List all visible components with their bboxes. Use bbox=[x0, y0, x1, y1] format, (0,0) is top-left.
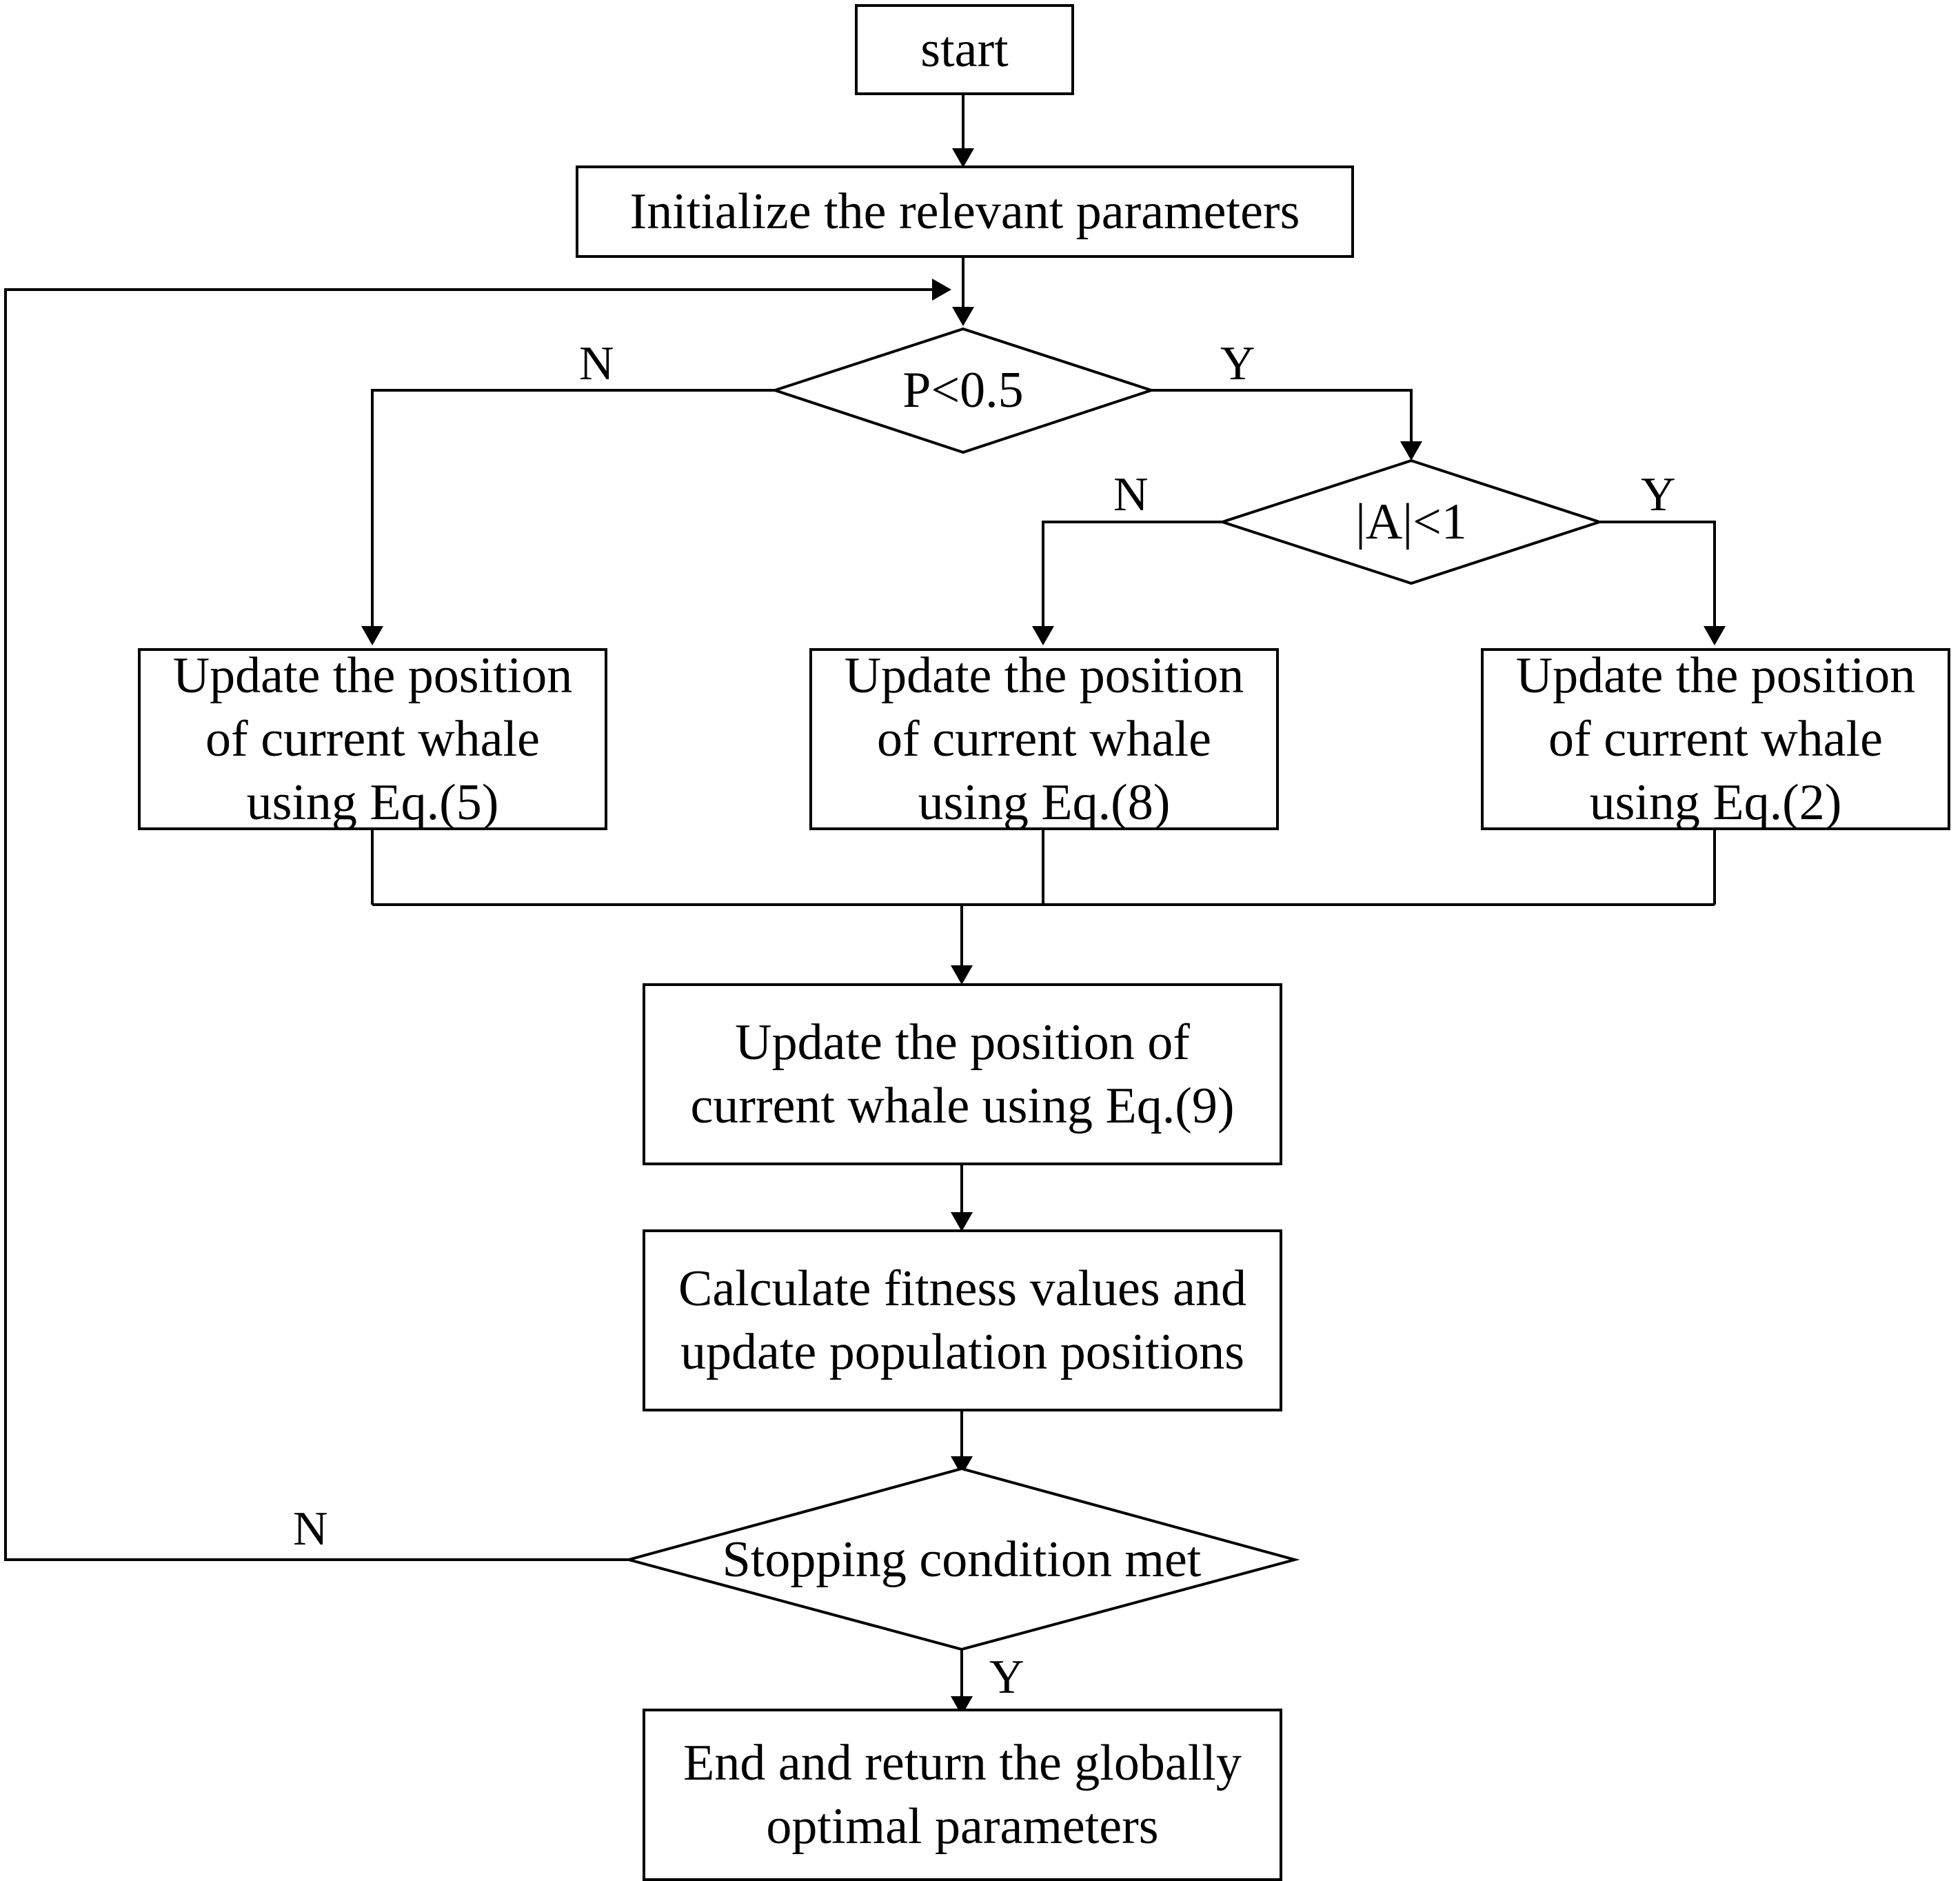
arrowhead bbox=[951, 1456, 973, 1476]
update-eq8-line2: of current whale bbox=[877, 711, 1211, 767]
fitness-line2: update population positions bbox=[680, 1324, 1245, 1380]
decision-p-shape bbox=[770, 327, 1156, 454]
p-no-label: N bbox=[579, 337, 614, 390]
edge-p-yes bbox=[1151, 389, 1413, 441]
decision-p-label: P<0.5 bbox=[902, 362, 1024, 419]
fitness-line1: Calculate fitness values and bbox=[678, 1260, 1246, 1317]
stop-no-label: N bbox=[293, 1502, 328, 1556]
init-label: Initialize the relevant parameters bbox=[629, 183, 1300, 240]
fitness-node: Calculate fitness values and update popu… bbox=[643, 1229, 1282, 1411]
update-eq9-node: Update the position of current whale usi… bbox=[643, 983, 1282, 1165]
arrowhead bbox=[932, 279, 951, 301]
arrowhead bbox=[1704, 626, 1726, 645]
a-yes-label: Y bbox=[1641, 468, 1676, 521]
update-eq9-line2: current whale using Eq.(9) bbox=[690, 1078, 1235, 1134]
update-eq8-line1: Update the position bbox=[844, 647, 1244, 704]
start-node: start bbox=[855, 4, 1074, 95]
arrowhead bbox=[951, 1212, 973, 1231]
arrowhead bbox=[1032, 626, 1054, 645]
edge-a-yes bbox=[1599, 521, 1716, 626]
update-eq5-line3: using Eq.(5) bbox=[246, 774, 499, 831]
update-eq5-line1: Update the position bbox=[172, 647, 573, 704]
end-line2: optimal parameters bbox=[766, 1798, 1159, 1855]
update-eq5-line2: of current whale bbox=[205, 711, 540, 767]
arrowhead bbox=[952, 307, 974, 326]
stop-yes-label: Y bbox=[989, 1651, 1024, 1704]
update-eq2-line1: Update the position bbox=[1515, 647, 1916, 704]
update-eq8-line3: using Eq.(8) bbox=[918, 774, 1171, 831]
end-node: End and return the globally optimal para… bbox=[643, 1709, 1282, 1881]
decision-a-shape bbox=[1218, 459, 1604, 585]
start-label: start bbox=[920, 21, 1009, 78]
edge-p-no bbox=[371, 389, 775, 626]
arrowhead bbox=[951, 1696, 973, 1716]
arrowhead bbox=[951, 965, 973, 985]
arrowhead bbox=[361, 626, 383, 645]
edge-a-no bbox=[1042, 521, 1222, 626]
arrowhead bbox=[1400, 441, 1422, 461]
update-eq5-node: Update the position of current whale usi… bbox=[138, 647, 607, 831]
update-eq9-line1: Update the position of bbox=[735, 1014, 1190, 1071]
p-yes-label: Y bbox=[1220, 337, 1255, 390]
update-eq2-node: Update the position of current whale usi… bbox=[1481, 647, 1950, 831]
a-no-label: N bbox=[1113, 468, 1149, 521]
update-eq2-line2: of current whale bbox=[1548, 711, 1883, 767]
init-node: Initialize the relevant parameters bbox=[576, 165, 1354, 258]
update-eq8-node: Update the position of current whale usi… bbox=[809, 647, 1279, 831]
decision-a-label: |A|<1 bbox=[1355, 494, 1467, 550]
decision-stop-label: Stopping condition met bbox=[722, 1531, 1202, 1588]
end-line1: End and return the globally bbox=[683, 1735, 1242, 1791]
arrowhead bbox=[952, 148, 974, 168]
update-eq2-line3: using Eq.(2) bbox=[1589, 774, 1842, 831]
edge-stop-no bbox=[4, 288, 932, 1561]
decision-stop-shape bbox=[623, 1467, 1300, 1651]
